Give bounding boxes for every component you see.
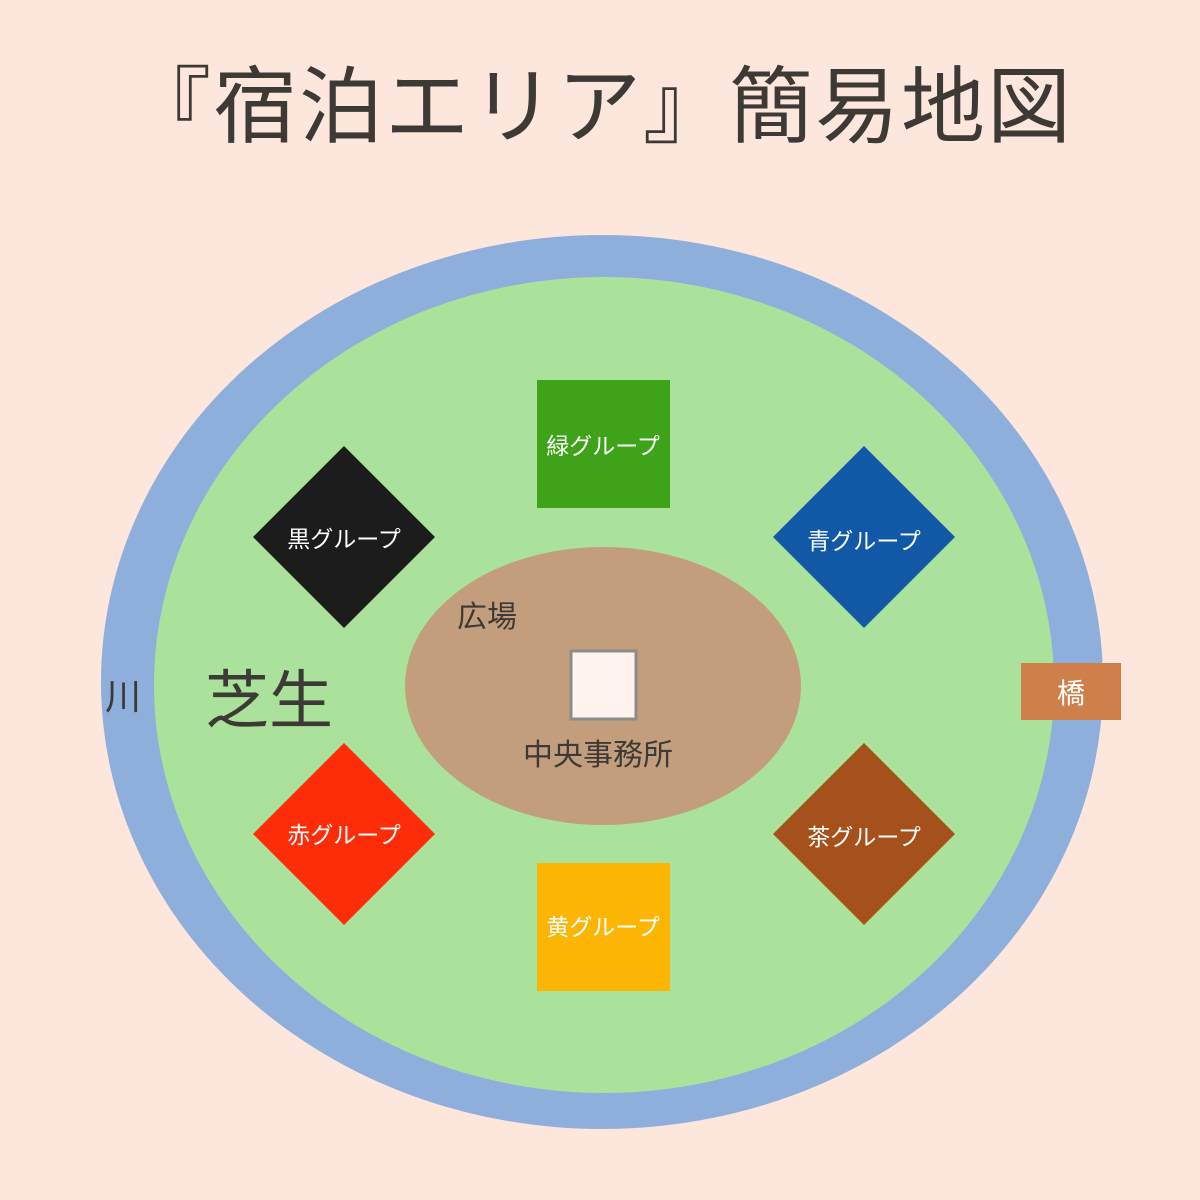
blue-group-label: 青グループ: [807, 529, 921, 555]
brown-group-label: 茶グループ: [807, 825, 921, 851]
page-title: 『宿泊エリア』簡易地図: [126, 58, 1073, 156]
red-group-label: 赤グループ: [287, 823, 401, 849]
yellow-group-marker[interactable]: [537, 863, 670, 991]
river-label: 川: [105, 677, 142, 718]
yellow-group-label: 黄グループ: [546, 915, 660, 941]
plaza-label: 広場: [457, 600, 517, 635]
brown-group-marker[interactable]: [773, 743, 955, 925]
bridge-label: 橋: [1056, 676, 1085, 710]
office-building[interactable]: [569, 649, 638, 721]
blue-group-marker[interactable]: [773, 446, 955, 628]
green-group-label: 緑グループ: [546, 434, 660, 460]
office-label: 中央事務所: [523, 738, 673, 773]
black-group-label: 黒グループ: [287, 527, 401, 553]
red-group-marker[interactable]: [253, 743, 435, 925]
lawn-label: 芝生: [205, 665, 333, 739]
bridge[interactable]: 橋: [1021, 663, 1121, 720]
black-group-marker[interactable]: [253, 446, 435, 628]
green-group-marker[interactable]: [537, 380, 670, 508]
